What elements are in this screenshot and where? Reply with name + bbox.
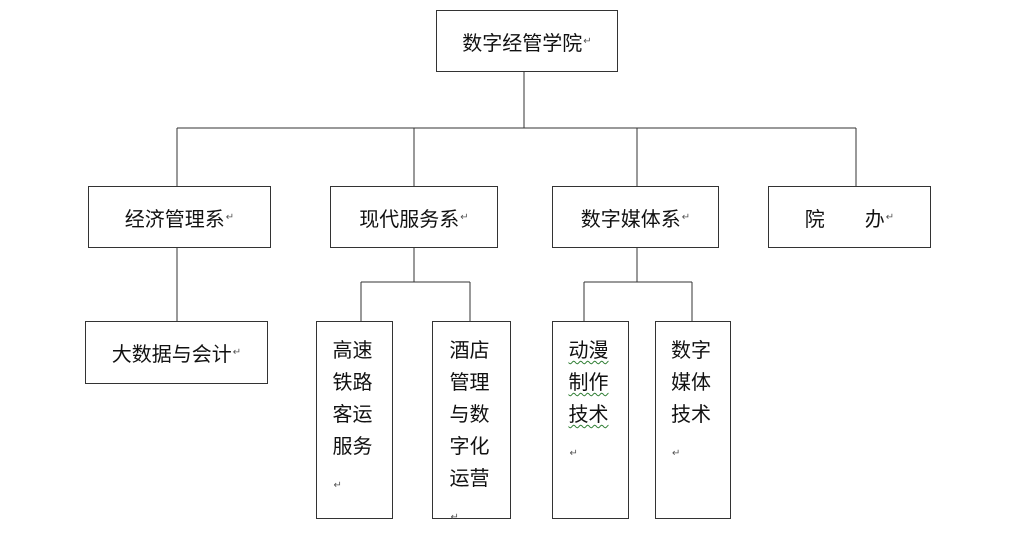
program-node-big-data-accounting: 大数据与会计↵: [85, 321, 268, 384]
paragraph-mark-icon: ↵: [460, 211, 469, 223]
paragraph-mark-icon: ↵: [232, 347, 242, 358]
root-node-digital-economics-school: 数字经管学院↵: [436, 10, 618, 72]
program-node-railway-passenger-service: 高速铁路客运服务 ↵: [316, 321, 393, 519]
paragraph-mark-icon: ↵: [583, 35, 592, 47]
root-label: 数字经管学院: [462, 30, 583, 55]
program-label: 大数据与会计: [111, 342, 232, 366]
program-label: 酒店管理与数字化运营: [449, 338, 490, 490]
department-label: 院 办: [804, 206, 885, 231]
program-node-hotel-management-digital-operations: 酒店管理与数字化运营 ↵: [432, 321, 511, 523]
department-label: 现代服务系: [359, 206, 460, 231]
paragraph-mark-icon: ↵: [333, 480, 342, 491]
paragraph-mark-icon: ↵: [450, 512, 459, 523]
department-node-college-office: 院 办↵: [768, 186, 931, 248]
program-node-digital-media-technology: 数字媒体技术 ↵: [655, 321, 731, 519]
program-label: 数字媒体技术: [671, 338, 711, 426]
paragraph-mark-icon: ↵: [569, 448, 578, 459]
department-node-modern-services: 现代服务系↵: [330, 186, 498, 248]
program-label: 高速铁路客运服务: [332, 338, 373, 458]
department-node-digital-media: 数字媒体系↵: [552, 186, 719, 248]
program-label: 动漫制作技术: [568, 338, 609, 426]
paragraph-mark-icon: ↵: [672, 448, 681, 459]
program-node-animation-production: 动漫制作技术 ↵: [552, 321, 629, 519]
department-label: 经济管理系: [124, 206, 225, 231]
department-node-economics-management: 经济管理系↵: [88, 186, 271, 248]
paragraph-mark-icon: ↵: [681, 211, 691, 223]
paragraph-mark-icon: ↵: [885, 211, 895, 223]
paragraph-mark-icon: ↵: [225, 211, 235, 223]
department-label: 数字媒体系: [580, 206, 681, 231]
